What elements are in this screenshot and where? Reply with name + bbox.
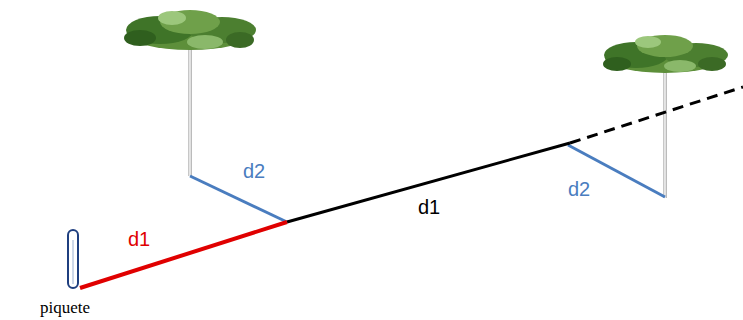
distance-label: d1	[418, 196, 440, 219]
stake-label: piquete	[40, 298, 90, 318]
baseline-extension	[570, 87, 743, 143]
stake	[68, 230, 78, 288]
offset-line	[190, 176, 287, 222]
offset-label: d2	[568, 178, 590, 201]
offset-label: d2	[243, 160, 265, 183]
distance-label: d1	[128, 228, 150, 251]
tree	[124, 10, 256, 176]
measured-segment	[80, 222, 287, 288]
baseline-segment	[287, 143, 570, 222]
